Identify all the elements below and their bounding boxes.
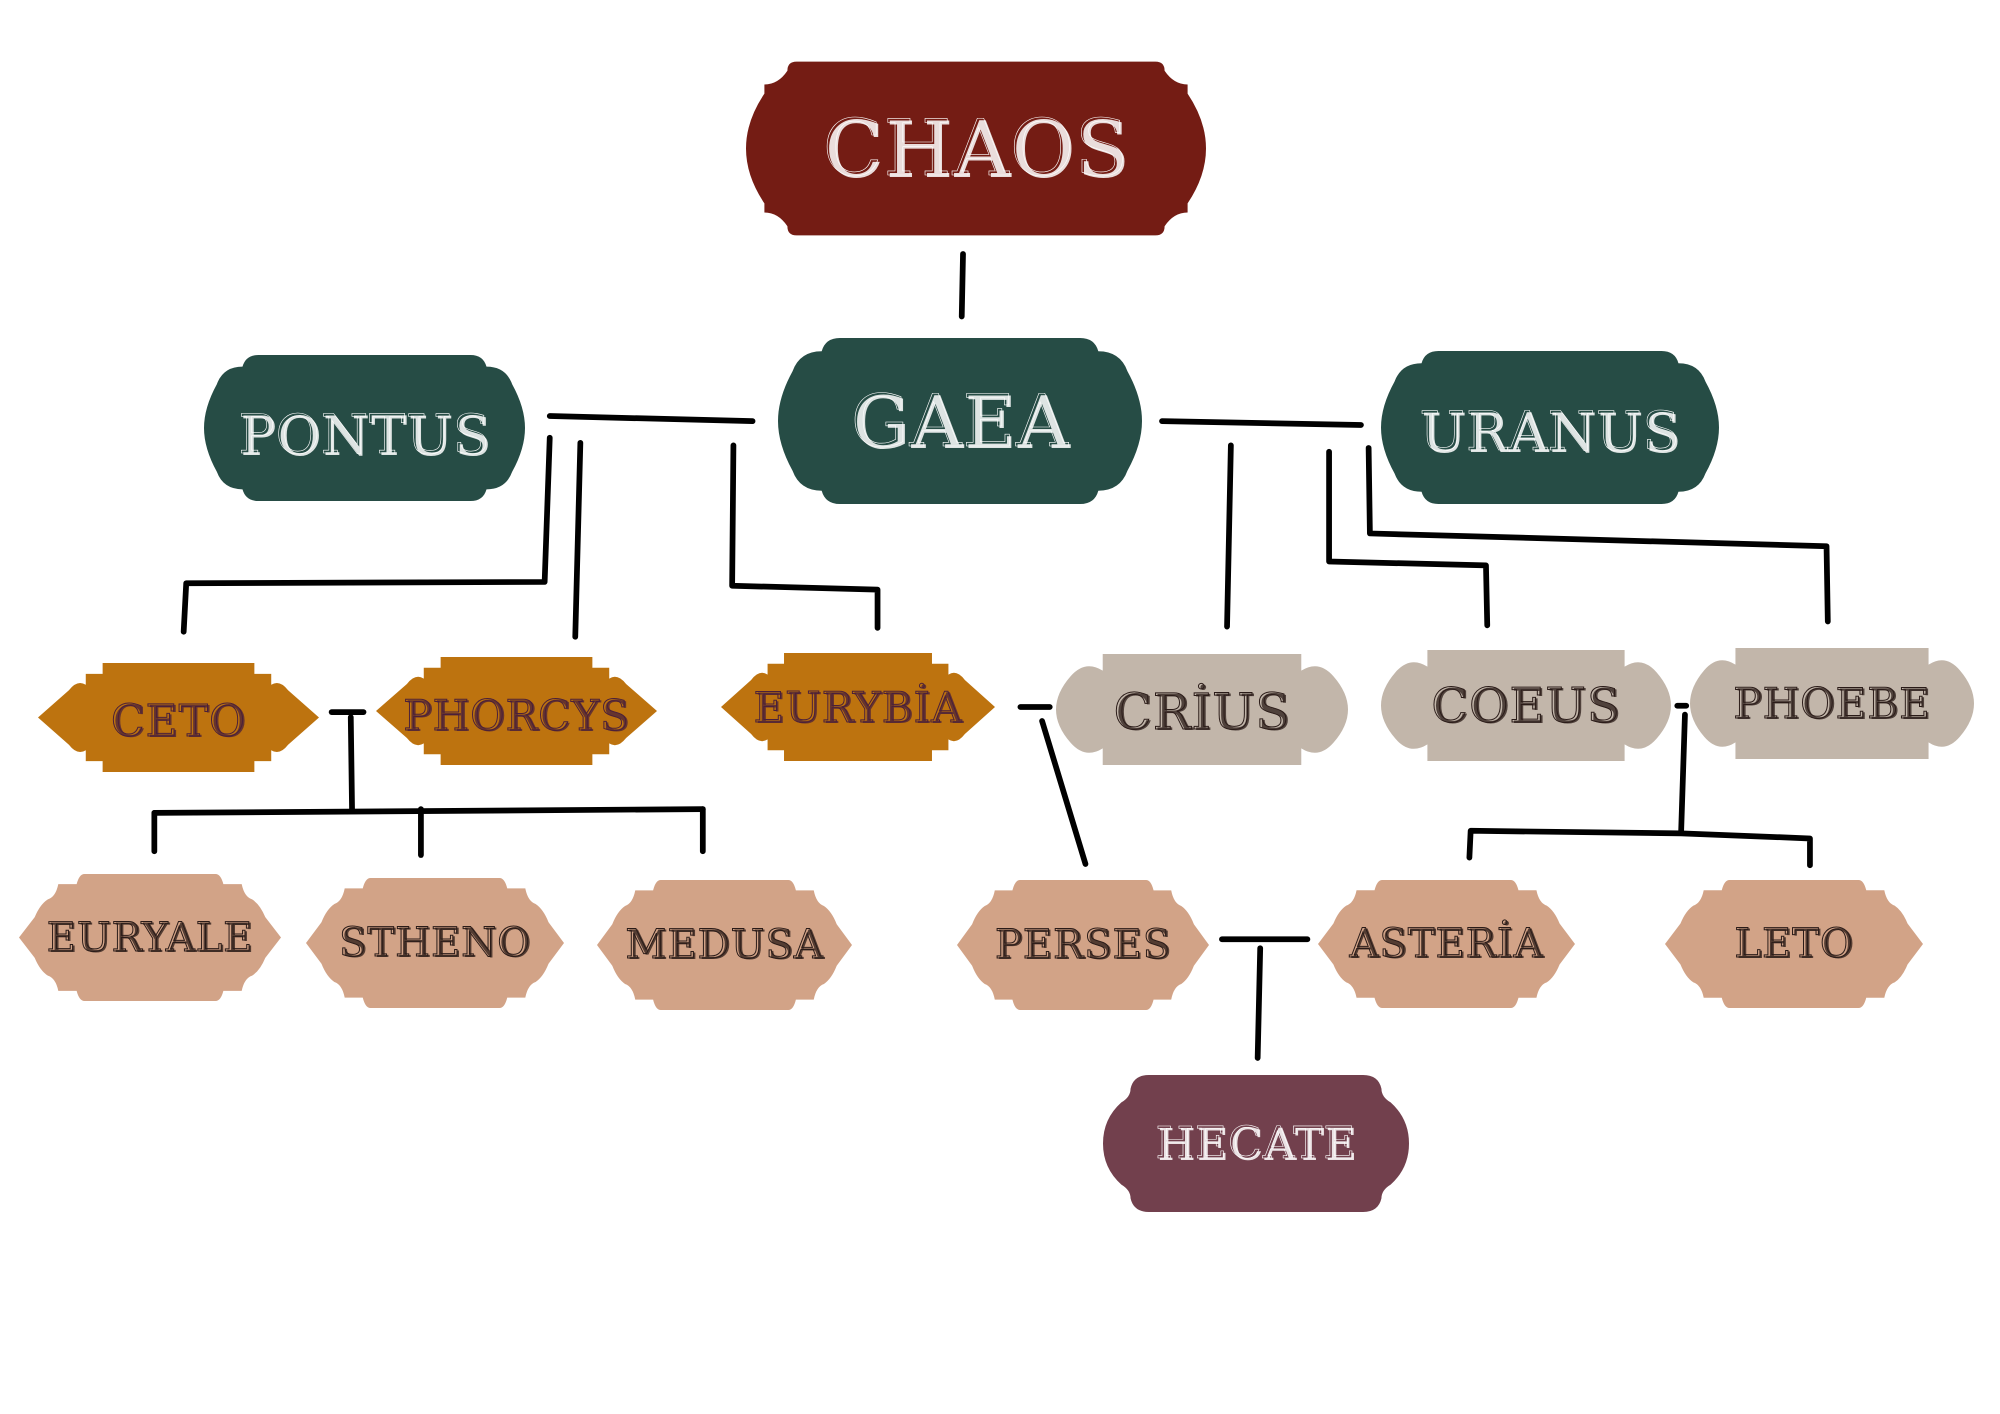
node-label: STHENO xyxy=(339,920,531,967)
node-asteria[interactable]: ASTERİA xyxy=(1318,880,1575,1008)
node-label: HECATE xyxy=(1155,1118,1357,1170)
node-euryale[interactable]: EURYALE xyxy=(19,874,281,1001)
node-shape xyxy=(746,61,1206,236)
node-gaea[interactable]: GAEA xyxy=(778,338,1142,504)
node-ceto[interactable]: CETO xyxy=(38,663,319,772)
node-shape xyxy=(306,878,564,1008)
node-shape xyxy=(778,338,1142,504)
node-hecate[interactable]: HECATE xyxy=(1103,1075,1409,1212)
node-label: CHAOS xyxy=(822,103,1130,194)
node-shape xyxy=(721,653,995,761)
node-shape xyxy=(1318,880,1575,1008)
node-shape xyxy=(204,355,525,501)
node-pontus[interactable]: PONTUS xyxy=(204,355,525,501)
connector-gorgons-bar xyxy=(151,806,706,816)
node-shape xyxy=(597,880,852,1010)
node-shape xyxy=(1056,654,1348,765)
node-perses[interactable]: PERSES xyxy=(957,880,1209,1010)
connector-to-crius xyxy=(1224,442,1234,630)
node-shape xyxy=(376,657,657,765)
node-medusa[interactable]: MEDUSA xyxy=(597,880,852,1010)
node-stheno[interactable]: STHENO xyxy=(306,878,564,1008)
connector-to-coeus xyxy=(1326,448,1491,629)
connector-to-hecate xyxy=(1254,945,1264,1061)
connector-pontus-gaea-union xyxy=(546,413,756,425)
connector-to-asteria xyxy=(1466,827,1813,869)
node-chaos[interactable]: CHAOS xyxy=(746,57,1206,240)
node-label: CRİUS xyxy=(1113,682,1291,741)
node-label: PONTUS xyxy=(238,402,491,466)
connector-to-coeus-children xyxy=(1678,711,1688,835)
node-label: EURYALE xyxy=(46,914,254,961)
node-label: PERSES xyxy=(994,922,1172,969)
node-shape xyxy=(957,880,1209,1010)
node-shape xyxy=(1665,880,1923,1008)
node-label: URANUS xyxy=(1419,400,1681,464)
connector-to-eurybia xyxy=(729,442,881,631)
connector-chaos-gaea xyxy=(958,251,966,320)
connector-to-perses xyxy=(1039,718,1089,867)
node-label: PHORCYS xyxy=(403,690,630,740)
node-eurybia[interactable]: EURYBİA xyxy=(721,653,995,761)
node-label: COEUS xyxy=(1431,677,1621,734)
node-label: GAEA xyxy=(850,379,1070,464)
node-shape xyxy=(1103,1075,1409,1212)
connector-gaea-uranus-union xyxy=(1159,418,1364,428)
node-coeus[interactable]: COEUS xyxy=(1381,650,1671,761)
node-shape xyxy=(1690,648,1974,759)
node-leto[interactable]: LETO xyxy=(1665,880,1923,1008)
connector-to-phorcys xyxy=(572,439,584,640)
node-uranus[interactable]: URANUS xyxy=(1381,351,1719,504)
node-label: MEDUSA xyxy=(625,922,824,969)
node-phorcys[interactable]: PHORCYS xyxy=(376,657,657,765)
node-crius[interactable]: CRİUS xyxy=(1056,654,1348,765)
node-shape xyxy=(19,874,281,1001)
node-label: ASTERİA xyxy=(1349,921,1544,968)
node-phoebe[interactable]: PHOEBE xyxy=(1690,648,1974,759)
node-shape xyxy=(38,663,319,772)
node-label: CETO xyxy=(110,696,247,748)
node-shape xyxy=(1381,351,1719,504)
node-label: EURYBİA xyxy=(753,682,963,732)
connector-to-phoebe xyxy=(1365,445,1831,625)
node-label: PHOEBE xyxy=(1733,679,1931,729)
connector-to-ceto xyxy=(180,434,553,635)
node-label: LETO xyxy=(1734,921,1854,968)
node-shape xyxy=(1381,650,1671,761)
connector-to-gorgons xyxy=(347,714,355,812)
